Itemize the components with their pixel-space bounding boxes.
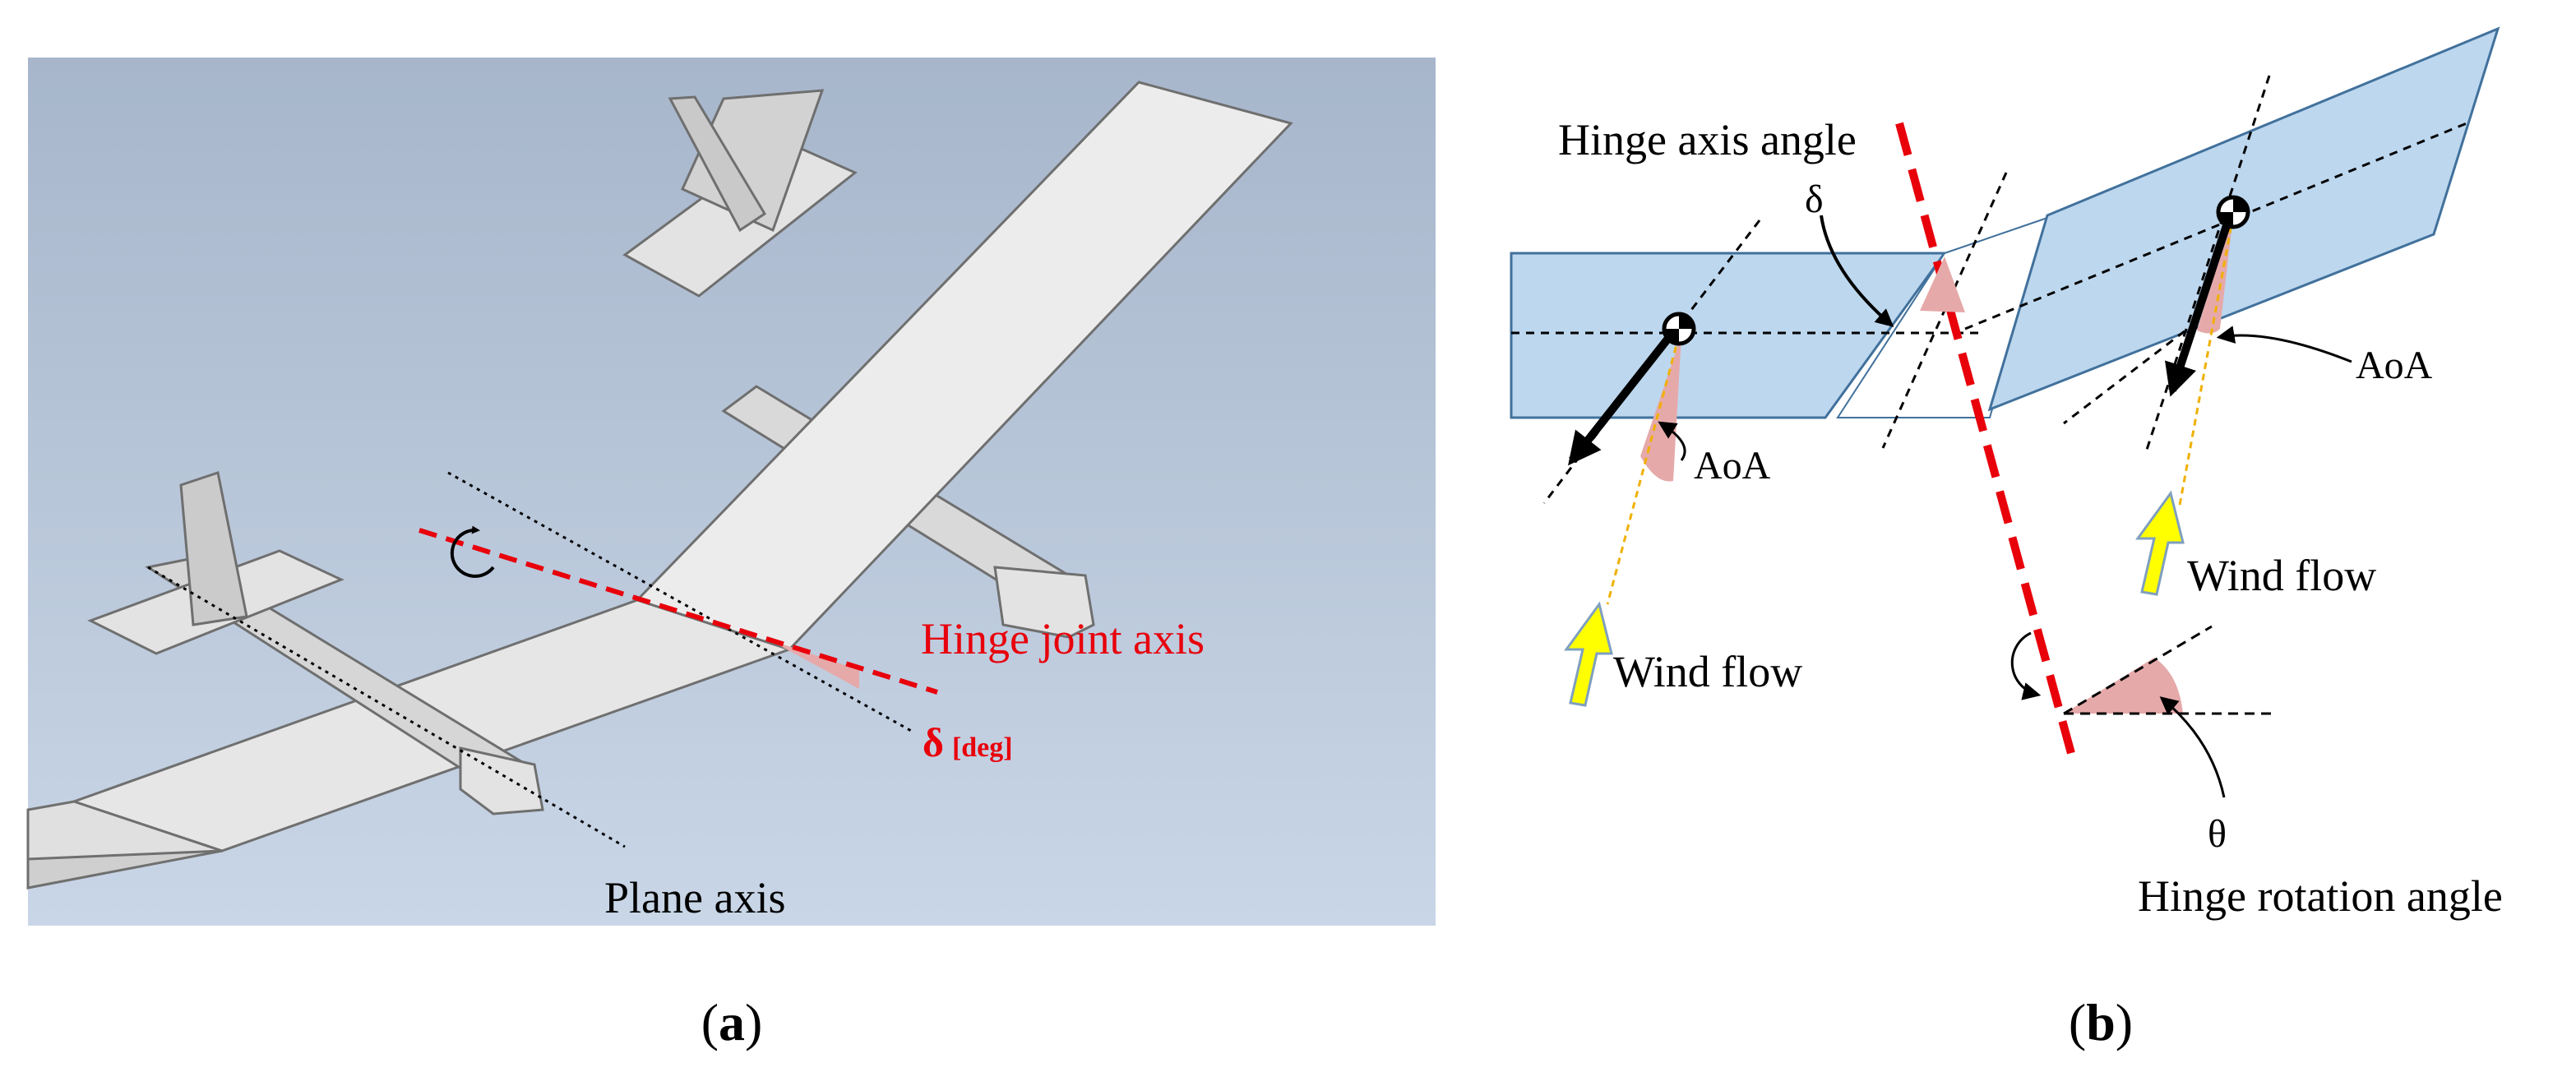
rotation-arrow-icon: [450, 525, 495, 578]
hinge-rotation-angle-label: Hinge rotation angle: [2138, 871, 2503, 921]
wind-arrow-right-icon: [2135, 490, 2185, 596]
aoa-left-pointer: [1658, 421, 1686, 461]
theta-pointer: [2159, 696, 2226, 798]
panel-a: Hinge joint axis δ[deg] Plane axis: [26, 58, 1436, 926]
aoa-right-pointer: [2216, 326, 2352, 363]
wind-direction-left: [1606, 335, 1681, 605]
plane-axis-label: Plane axis: [604, 873, 785, 922]
wind-flow-left-label: Wind flow: [1613, 647, 1802, 696]
theta-symbol-label: θ: [2208, 812, 2227, 856]
aoa-left-label: AoA: [1694, 444, 1771, 487]
hinge-axis-line: [1895, 122, 2076, 758]
left-wing-section: [1510, 252, 1947, 419]
delta-angle-wedge-b: [1920, 256, 1965, 312]
hinge-gap: [1836, 216, 2049, 418]
caption-a: (a): [701, 993, 763, 1051]
panel-b: AoA AoA Wind flow Wind flow Hinge axis a…: [1510, 26, 2503, 921]
theta-angle-wedge: [2064, 658, 2183, 714]
delta-deg-label: δ[deg]: [923, 719, 1013, 765]
lift-vector-left: [1568, 326, 1679, 466]
hinge-rotation-arrow-icon: [2010, 631, 2042, 700]
aoa-right-label: AoA: [2356, 344, 2433, 387]
delta-symbol-label: δ: [1805, 178, 1824, 221]
delta-pointer-arrow: [1820, 215, 1894, 327]
aoa-left-wedge: [1640, 335, 1681, 482]
reference-dotted-line: [447, 471, 913, 733]
hinge-joint-axis-label: Hinge joint axis: [921, 614, 1205, 663]
lower-aircraft: [87, 471, 544, 816]
wind-direction-right: [2177, 215, 2235, 511]
lift-vector-right: [2164, 214, 2234, 397]
wind-arrow-left-icon: [1564, 601, 1613, 707]
hinge-joint-axis-line: [419, 528, 938, 695]
plane-axis-line: [147, 566, 626, 848]
hinge-axis-angle-label: Hinge axis angle: [1558, 115, 1857, 164]
delta-angle-wedge: [769, 640, 859, 689]
caption-b: (b): [2069, 993, 2133, 1051]
wind-flow-right-label: Wind flow: [2187, 551, 2376, 600]
theta-rotated-line: [2063, 625, 2213, 715]
